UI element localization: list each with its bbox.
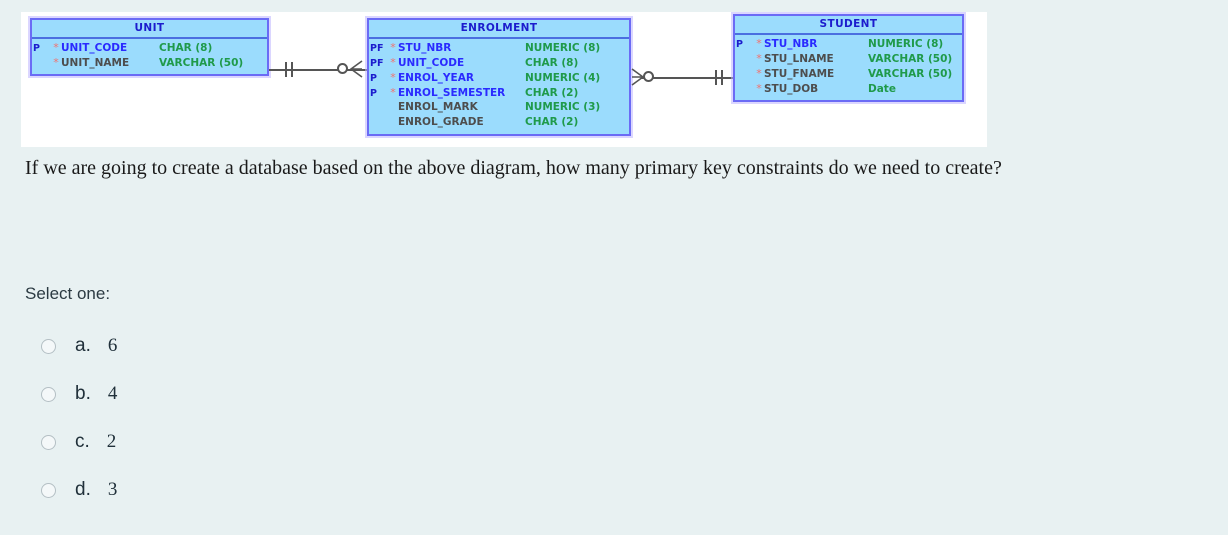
relationship-enrolment-student bbox=[631, 67, 735, 87]
required-marker-icon: * bbox=[390, 86, 396, 99]
attribute-row: P * ENROL_SEMESTER CHAR (2) bbox=[369, 86, 629, 101]
option-b[interactable]: b. 4 bbox=[25, 370, 425, 418]
entity-student-attributes: P * STU_NBR NUMERIC (8) * STU_LNAME VARC… bbox=[735, 35, 962, 100]
entity-student: STUDENT P * STU_NBR NUMERIC (8) * STU_LN… bbox=[733, 14, 964, 102]
entity-enrolment-attributes: PF * STU_NBR NUMERIC (8) PF * UNIT_CODE … bbox=[369, 39, 629, 134]
entity-enrolment-title: ENROLMENT bbox=[369, 20, 629, 39]
attribute-row: PF * UNIT_CODE CHAR (8) bbox=[369, 56, 629, 71]
required-marker-icon: * bbox=[756, 82, 762, 95]
required-marker-icon: * bbox=[756, 52, 762, 65]
attribute-name: STU_NBR bbox=[398, 42, 452, 54]
entity-student-title: STUDENT bbox=[735, 16, 962, 35]
required-marker-icon: * bbox=[390, 56, 396, 69]
relationship-line bbox=[269, 69, 369, 71]
attribute-row: PF * STU_NBR NUMERIC (8) bbox=[369, 41, 629, 56]
cardinality-one-tick-icon bbox=[715, 70, 717, 85]
option-c-letter: c. bbox=[75, 431, 90, 452]
entity-unit-title: UNIT bbox=[32, 20, 267, 39]
attribute-name: ENROL_YEAR bbox=[398, 72, 474, 84]
required-marker-icon: * bbox=[756, 37, 762, 50]
attribute-row: * STU_FNAME VARCHAR (50) bbox=[735, 67, 962, 82]
entity-unit: UNIT P * UNIT_CODE CHAR (8) * UNIT_NAME … bbox=[30, 18, 269, 76]
attribute-name: STU_LNAME bbox=[764, 53, 834, 65]
question-text: If we are going to create a database bas… bbox=[25, 157, 1002, 179]
attribute-name: ENROL_MARK bbox=[398, 101, 478, 113]
answer-options-list: a. 6 b. 4 c. 2 d. 3 bbox=[25, 322, 425, 514]
attribute-type: NUMERIC (8) bbox=[525, 42, 601, 54]
required-marker-icon: * bbox=[756, 67, 762, 80]
option-b-letter: b. bbox=[75, 383, 91, 404]
attribute-name: ENROL_SEMESTER bbox=[398, 87, 506, 99]
cardinality-optional-circle-icon bbox=[337, 63, 348, 74]
relationship-line bbox=[641, 77, 735, 79]
option-a[interactable]: a. 6 bbox=[25, 322, 425, 370]
crows-foot-many-icon bbox=[350, 60, 363, 78]
relationship-unit-enrolment bbox=[269, 59, 369, 79]
option-a-value: 6 bbox=[107, 335, 118, 356]
attribute-row: P * STU_NBR NUMERIC (8) bbox=[735, 37, 962, 52]
attribute-row: P * ENROL_YEAR NUMERIC (4) bbox=[369, 71, 629, 86]
attribute-row: * STU_LNAME VARCHAR (50) bbox=[735, 52, 962, 67]
attribute-row: * UNIT_NAME VARCHAR (50) bbox=[32, 56, 267, 71]
attribute-type: CHAR (2) bbox=[525, 87, 579, 99]
entity-enrolment: ENROLMENT PF * STU_NBR NUMERIC (8) PF * … bbox=[367, 18, 631, 136]
option-c[interactable]: c. 2 bbox=[25, 418, 425, 466]
option-d-letter: d. bbox=[75, 479, 91, 500]
attribute-name: UNIT_CODE bbox=[61, 42, 128, 54]
attribute-type: CHAR (2) bbox=[525, 116, 579, 128]
option-d[interactable]: d. 3 bbox=[25, 466, 425, 514]
attribute-name: ENROL_GRADE bbox=[398, 116, 484, 128]
required-marker-icon: * bbox=[390, 71, 396, 84]
attribute-name: STU_DOB bbox=[764, 83, 819, 95]
radio-button-b[interactable] bbox=[41, 386, 56, 402]
required-marker-icon: * bbox=[53, 56, 59, 69]
attribute-type: VARCHAR (50) bbox=[159, 57, 244, 69]
attribute-type: NUMERIC (8) bbox=[868, 38, 944, 50]
radio-button-a[interactable] bbox=[41, 338, 56, 354]
attribute-type: CHAR (8) bbox=[159, 42, 213, 54]
attribute-row: ENROL_GRADE CHAR (2) bbox=[369, 116, 629, 131]
attribute-type: CHAR (8) bbox=[525, 57, 579, 69]
attribute-type: NUMERIC (4) bbox=[525, 72, 601, 84]
select-one-label: Select one: bbox=[25, 284, 111, 303]
attribute-row: ENROL_MARK NUMERIC (3) bbox=[369, 101, 629, 116]
option-c-value: 2 bbox=[106, 431, 117, 452]
attribute-key-flag: PF bbox=[370, 58, 384, 69]
attribute-name: UNIT_NAME bbox=[61, 57, 130, 69]
required-marker-icon: * bbox=[53, 41, 59, 54]
erd-diagram-panel: UNIT P * UNIT_CODE CHAR (8) * UNIT_NAME … bbox=[21, 12, 987, 147]
cardinality-one-tick-icon bbox=[721, 70, 723, 85]
attribute-key-flag: P bbox=[370, 88, 377, 99]
attribute-key-flag: P bbox=[33, 43, 40, 54]
attribute-type: VARCHAR (50) bbox=[868, 68, 953, 80]
attribute-type: NUMERIC (3) bbox=[525, 101, 601, 113]
option-a-letter: a. bbox=[75, 335, 91, 356]
cardinality-one-tick-icon bbox=[285, 62, 287, 77]
required-marker-icon: * bbox=[390, 41, 396, 54]
attribute-type: VARCHAR (50) bbox=[868, 53, 953, 65]
attribute-key-flag: P bbox=[736, 39, 743, 50]
attribute-row: P * UNIT_CODE CHAR (8) bbox=[32, 41, 267, 56]
attribute-row: * STU_DOB Date bbox=[735, 82, 962, 97]
radio-button-c[interactable] bbox=[41, 434, 56, 450]
attribute-name: STU_NBR bbox=[764, 38, 818, 50]
attribute-name: STU_FNAME bbox=[764, 68, 835, 80]
radio-button-d[interactable] bbox=[41, 482, 56, 498]
cardinality-one-tick-icon bbox=[291, 62, 293, 77]
attribute-key-flag: PF bbox=[370, 43, 384, 54]
attribute-name: UNIT_CODE bbox=[398, 57, 465, 69]
attribute-type: Date bbox=[868, 83, 896, 95]
attribute-key-flag: P bbox=[370, 73, 377, 84]
option-b-value: 4 bbox=[107, 383, 118, 404]
option-d-value: 3 bbox=[107, 479, 118, 500]
entity-unit-attributes: P * UNIT_CODE CHAR (8) * UNIT_NAME VARCH… bbox=[32, 39, 267, 74]
cardinality-optional-circle-icon bbox=[643, 71, 654, 82]
